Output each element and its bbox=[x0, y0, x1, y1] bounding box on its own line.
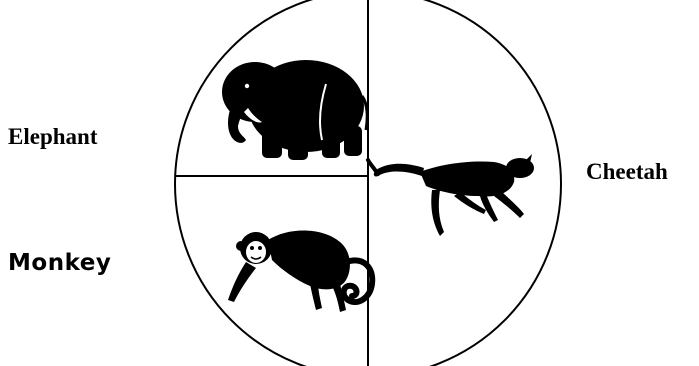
cheetah-icon bbox=[368, 154, 534, 236]
elephant-icon bbox=[222, 60, 367, 160]
monkey-icon bbox=[228, 230, 372, 312]
